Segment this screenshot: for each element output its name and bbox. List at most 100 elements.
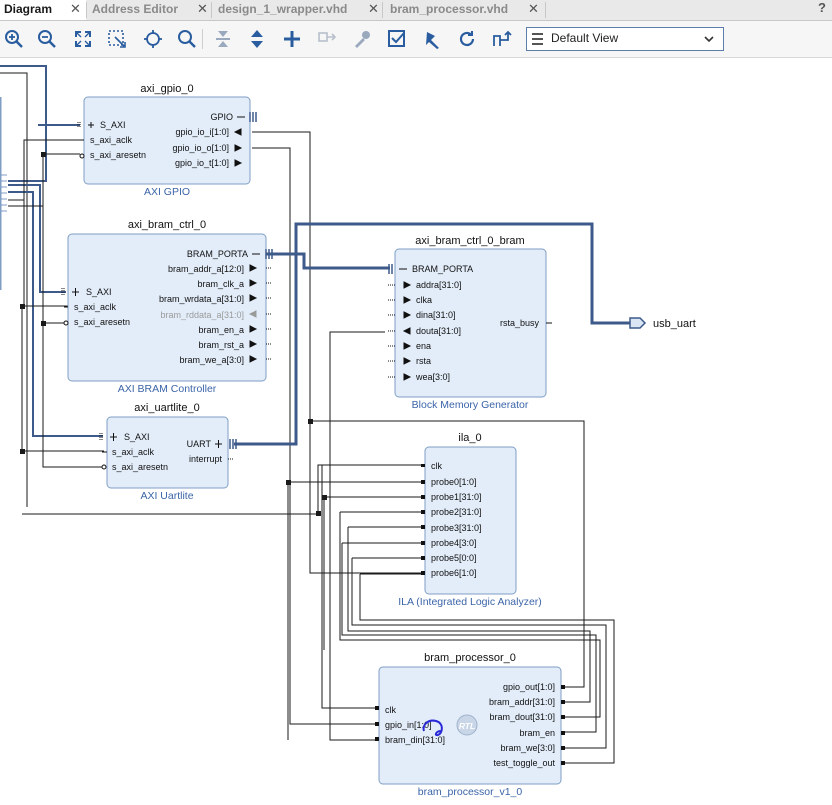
port-label[interactable]: addra[31:0]: [416, 280, 462, 290]
auto-fit-selection-icon[interactable]: [142, 28, 164, 50]
validate-design-icon[interactable]: [386, 28, 408, 50]
port-label[interactable]: BRAM_PORTA: [187, 249, 248, 259]
external-port-label: usb_uart: [653, 318, 696, 330]
block-bram-generator[interactable]: axi_bram_ctrl_0_bram BRAM_PORTA addra[31…: [388, 235, 552, 411]
port-label[interactable]: ena: [416, 341, 431, 351]
port-label[interactable]: bram_en: [519, 728, 555, 738]
port-label[interactable]: wea[3:0]: [415, 372, 450, 382]
offscreen-block-edge: [0, 97, 7, 290]
port-label[interactable]: dina[31:0]: [416, 310, 456, 320]
port-label[interactable]: S_AXI: [124, 432, 150, 442]
expand-all-icon[interactable]: [246, 28, 268, 50]
view-select-value: Default View: [551, 31, 619, 45]
add-ip-icon[interactable]: [281, 28, 303, 50]
port-label[interactable]: probe1[31:0]: [431, 492, 482, 502]
toolbar-separator: [202, 29, 203, 49]
port-label[interactable]: s_axi_aresetn: [112, 462, 168, 472]
tab-design-wrapper[interactable]: design_1_wrapper.vhd ✕: [212, 0, 382, 20]
close-icon[interactable]: ✕: [197, 1, 208, 16]
make-external-icon[interactable]: [316, 28, 338, 50]
collapse-all-icon[interactable]: [212, 28, 234, 50]
port-label[interactable]: probe0[1:0]: [431, 477, 477, 487]
block-diagram-canvas[interactable]: axi_gpio_0 S_AXI s_axi_aclk s_axi_areset…: [0, 58, 832, 805]
port-label[interactable]: s_axi_aresetn: [74, 317, 130, 327]
port-label[interactable]: bram_en_a: [198, 325, 244, 335]
block-instance-name: axi_uartlite_0: [134, 402, 199, 414]
external-port-usb-uart[interactable]: usb_uart: [629, 317, 696, 330]
port-label[interactable]: bram_dout[31:0]: [489, 712, 555, 722]
port-label[interactable]: BRAM_PORTA: [412, 264, 473, 274]
port-label-disabled[interactable]: bram_rddata_a[31:0]: [160, 310, 244, 320]
regenerate-layout-icon[interactable]: [456, 28, 478, 50]
tab-label: design_1_wrapper.vhd: [218, 2, 348, 16]
close-icon[interactable]: ✕: [70, 1, 81, 16]
port-label[interactable]: douta[31:0]: [416, 326, 461, 336]
port-label[interactable]: bram_addr_a[12:0]: [168, 264, 244, 274]
port-label[interactable]: S_AXI: [86, 287, 112, 297]
tab-diagram[interactable]: Diagram ✕: [0, 0, 86, 20]
port-label[interactable]: UART: [187, 439, 212, 449]
block-instance-name: ila_0: [458, 432, 481, 444]
port-label[interactable]: gpio_in[1:0]: [385, 720, 432, 730]
close-icon[interactable]: ✕: [528, 1, 539, 16]
zoom-in-icon[interactable]: [3, 28, 25, 50]
tab-address-editor[interactable]: Address Editor ✕: [87, 0, 211, 20]
port-label[interactable]: rsta: [416, 356, 431, 366]
port-label[interactable]: s_axi_aresetn: [90, 150, 146, 160]
port-label[interactable]: probe6[1:0]: [431, 568, 477, 578]
port-label[interactable]: interrupt: [189, 454, 223, 464]
port-label[interactable]: rsta_busy: [500, 318, 540, 328]
port-label[interactable]: s_axi_aclk: [90, 135, 133, 145]
tab-label: bram_processor.vhd: [390, 2, 509, 16]
view-select[interactable]: Default View: [526, 27, 724, 51]
block-type-label: AXI BRAM Controller: [118, 383, 217, 395]
block-ila[interactable]: ila_0 clk probe0[1:0] probe1[31:0] probe…: [398, 432, 542, 608]
port-label[interactable]: bram_we_a[3:0]: [179, 355, 244, 365]
port-label[interactable]: gpio_out[1:0]: [503, 682, 555, 692]
port-pins: [99, 433, 237, 470]
properties-icon[interactable]: [351, 28, 373, 50]
port-label[interactable]: clk: [431, 461, 442, 471]
port-label[interactable]: probe5[0:0]: [431, 553, 477, 563]
port-label[interactable]: test_toggle_out: [493, 758, 555, 768]
optimize-routing-icon[interactable]: [490, 28, 512, 50]
rtl-badge-label: RTL: [459, 721, 475, 731]
port-pins: [421, 464, 425, 575]
zoom-area-icon[interactable]: [106, 28, 128, 50]
port-label[interactable]: bram_addr[31:0]: [489, 697, 555, 707]
port-pins: [388, 264, 552, 381]
close-icon[interactable]: ✕: [368, 1, 379, 16]
block-type-label: AXI Uartlite: [140, 490, 193, 502]
block-type-label: AXI GPIO: [144, 186, 190, 198]
run-connection-automation-icon[interactable]: [422, 28, 444, 50]
search-icon[interactable]: [176, 28, 198, 50]
fit-view-icon[interactable]: [72, 28, 94, 50]
port-label[interactable]: bram_clk_a: [197, 279, 244, 289]
port-label[interactable]: GPIO: [210, 112, 233, 122]
port-label[interactable]: s_axi_aclk: [112, 447, 155, 457]
block-axi-bram-ctrl[interactable]: axi_bram_ctrl_0 S_AXI s_axi_aclk s_axi_a…: [61, 219, 273, 395]
block-axi-uartlite[interactable]: axi_uartlite_0 S_AXI s_axi_aclk s_axi_ar…: [99, 402, 237, 502]
port-label[interactable]: bram_we[3:0]: [500, 743, 555, 753]
port-pins: [375, 685, 565, 765]
block-bram-processor[interactable]: bram_processor_0 clk gpio_in[1:0] bram_d…: [375, 652, 565, 798]
help-icon[interactable]: ?: [818, 0, 826, 15]
port-label[interactable]: bram_wrdata_a[31:0]: [159, 294, 244, 304]
port-label[interactable]: S_AXI: [100, 120, 126, 130]
port-label[interactable]: gpio_io_i[1:0]: [175, 127, 229, 137]
port-label[interactable]: s_axi_aclk: [74, 302, 117, 312]
port-label[interactable]: clka: [416, 295, 432, 305]
block-instance-name: bram_processor_0: [424, 652, 516, 664]
port-label[interactable]: probe3[31:0]: [431, 523, 482, 533]
tab-bram-processor[interactable]: bram_processor.vhd ✕: [383, 0, 545, 20]
port-label[interactable]: clk: [385, 705, 396, 715]
tab-label: Diagram: [4, 2, 53, 16]
port-label[interactable]: gpio_io_o[1:0]: [172, 143, 229, 153]
zoom-out-icon[interactable]: [36, 28, 58, 50]
port-label[interactable]: bram_rst_a: [198, 340, 244, 350]
port-label[interactable]: probe4[3:0]: [431, 538, 477, 548]
port-label[interactable]: probe2[31:0]: [431, 507, 482, 517]
port-label[interactable]: bram_din[31:0]: [385, 735, 445, 745]
block-axi-gpio[interactable]: axi_gpio_0 S_AXI s_axi_aclk s_axi_areset…: [77, 83, 257, 198]
port-label[interactable]: gpio_io_t[1:0]: [175, 158, 229, 168]
